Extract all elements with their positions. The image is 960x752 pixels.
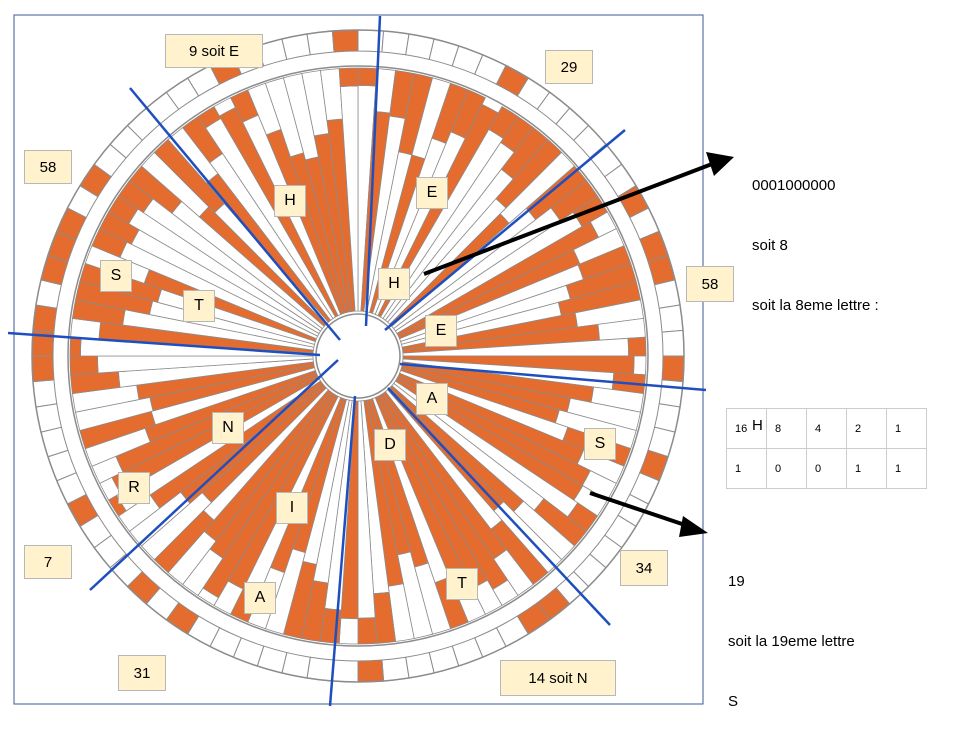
sector-divider-line — [129, 87, 341, 341]
spoke-outer-segment — [633, 355, 647, 376]
bit-weight-cell: 8 — [766, 408, 807, 449]
arrowhead-top — [706, 152, 734, 176]
outer-ring-cell — [381, 656, 410, 682]
diagram-stage: 9 soit E 29 58 58 7 31 14 soit N 34 H E … — [7, 14, 927, 710]
sector-divider-line — [89, 359, 339, 591]
sector-divider-line — [399, 362, 707, 392]
number-box-58-right: 58 — [686, 266, 734, 302]
outer-ring-cell — [381, 30, 410, 56]
spoke-outer-segment — [357, 617, 378, 645]
bit-weight-table: 16 8 4 2 1 1 0 0 1 1 — [726, 408, 927, 489]
letter-e-inner: E — [425, 315, 457, 347]
spoke-outer-segment — [450, 89, 486, 139]
letter-h-inner: H — [378, 268, 410, 300]
bit-value-cell: 1 — [846, 448, 887, 489]
bit-weight-cell: 1 — [886, 408, 927, 449]
bit-weight-cell: 16 — [726, 408, 767, 449]
bit-value-cell: 0 — [766, 448, 807, 489]
annotation-top-line2: soit 8 — [752, 237, 788, 254]
bit-value-cell: 1 — [886, 448, 927, 489]
letter-a-right: A — [416, 383, 448, 415]
bit-weight-header-row: 16 8 4 2 1 — [726, 408, 927, 449]
sector-divider-line — [364, 15, 382, 327]
letter-r: R — [118, 472, 150, 504]
spoke-outer-segment — [338, 67, 359, 88]
inner-ring-border — [67, 65, 649, 647]
annotation-bottom-line2: soit la 19eme lettre — [728, 633, 855, 650]
spoke-outer-segment — [69, 336, 82, 357]
sector-divider-line — [387, 387, 611, 626]
number-box-31: 31 — [118, 655, 166, 691]
arrowhead-bottom — [679, 516, 708, 537]
annotation-bottom-line3: S — [728, 693, 739, 710]
outer-ring-cell — [357, 659, 385, 683]
outer-ring-cell — [306, 656, 335, 682]
annotation-top-line1: 0001000000 — [752, 177, 836, 194]
bit-value-cell: 0 — [806, 448, 847, 489]
letter-t-bottom: T — [446, 568, 478, 600]
spoke-outer-segment — [357, 67, 378, 87]
outer-ring-cell — [661, 355, 685, 383]
sector-divider-line — [7, 331, 321, 357]
annotation-bottom: 19 soit la 19eme lettre S — [728, 532, 855, 752]
bit-weight-cell: 4 — [806, 408, 847, 449]
spoke-outer-segment — [69, 355, 99, 376]
spoke-outer-segment — [627, 336, 647, 357]
sector-divider-line — [384, 129, 626, 331]
number-box-29: 29 — [545, 50, 593, 84]
outer-ring-cell — [661, 329, 685, 357]
outer-ring-cell — [658, 379, 684, 408]
outer-ring-cell — [306, 30, 335, 56]
outer-ring-cell — [31, 355, 55, 383]
diagram-frame — [13, 14, 704, 705]
number-box-58-left: 58 — [24, 150, 72, 184]
letter-t-left: T — [183, 290, 215, 322]
outer-ring-cell — [331, 659, 359, 683]
letter-i: I — [276, 492, 308, 524]
number-box-9-soit-e: 9 soit E — [165, 34, 263, 68]
bit-value-cell: 1 — [726, 448, 767, 489]
outer-ring-cell — [32, 379, 58, 408]
sector-divider-line — [328, 395, 357, 707]
outer-ring-cell — [658, 304, 684, 333]
spoke-outer-segment — [338, 617, 359, 645]
outer-ring-cell — [32, 304, 58, 333]
outer-ring-cell — [331, 29, 359, 53]
arrow-to-bottom-annotation — [589, 491, 689, 528]
arrow-to-top-annotation — [423, 162, 713, 276]
number-box-7: 7 — [24, 545, 72, 579]
letter-s-left: S — [100, 260, 132, 292]
letter-e-outer: E — [416, 177, 448, 209]
bit-weight-cell: 2 — [846, 408, 887, 449]
annotation-top-line3: soit la 8eme lettre : — [752, 297, 879, 314]
letter-a-bottom: A — [244, 582, 276, 614]
annotation-bottom-line1: 19 — [728, 573, 745, 590]
outer-ring-border — [31, 29, 685, 683]
number-box-34: 34 — [620, 550, 668, 586]
letter-h-outer: H — [274, 185, 306, 217]
letter-s-right: S — [584, 428, 616, 460]
bit-value-row: 1 0 0 1 1 — [726, 448, 927, 489]
number-box-14-soit-n: 14 soit N — [500, 660, 616, 696]
letter-n: N — [212, 412, 244, 444]
letter-d: D — [374, 429, 406, 461]
